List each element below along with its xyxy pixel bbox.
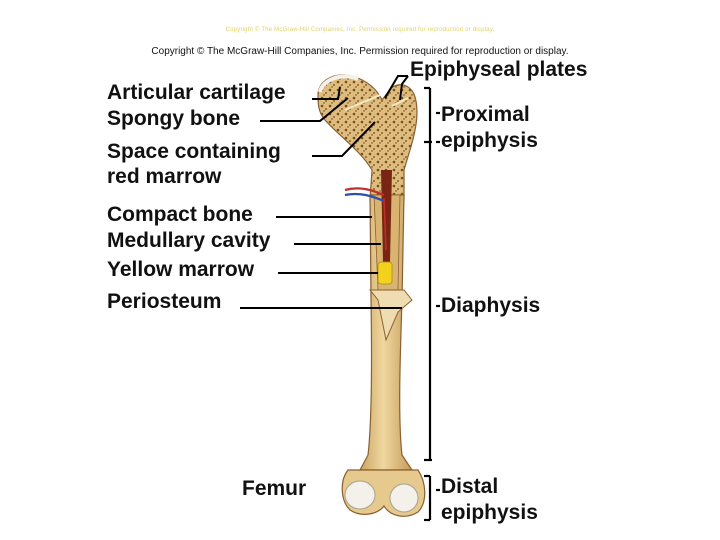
leader-spongy-bone (260, 97, 349, 122)
diaphysis-shape (344, 170, 414, 471)
label-medullary-cavity: Medullary cavity (107, 229, 271, 252)
leader-articular-cartilage (312, 86, 341, 100)
leader-red-marrow (312, 121, 376, 157)
label-femur: Femur (242, 477, 307, 500)
distal-epiphysis-shape (341, 469, 426, 517)
leader-lines (240, 75, 409, 309)
label-yellow-marrow: Yellow marrow (107, 258, 255, 281)
label-spongy-bone: Spongy bone (107, 107, 240, 130)
label-epiphyseal-plates: Epiphyseal plates (410, 58, 588, 81)
label-space-red-marrow-line2: red marrow (107, 165, 222, 188)
region-bracket (424, 86, 440, 522)
faint-copyright-notice: Copyright © The McGraw-Hill Companies, I… (225, 27, 495, 33)
copyright-notice: Copyright © The McGraw-Hill Companies, I… (151, 46, 569, 57)
label-compact-bone: Compact bone (107, 203, 253, 226)
label-diaphysis: Diaphysis (441, 294, 541, 317)
leader-epiphyseal-plates (384, 75, 408, 99)
label-proximal-line2: epiphysis (441, 129, 538, 152)
proximal-epiphysis-shape (317, 74, 418, 201)
label-space-red-marrow-line1: Space containing (107, 140, 281, 163)
leader-epiphyseal-plates-2 (399, 75, 409, 101)
label-proximal-line1: Proximal (441, 103, 530, 126)
label-periosteum: Periosteum (107, 290, 222, 313)
label-articular-cartilage: Articular cartilage (107, 81, 286, 104)
label-distal-line1: Distal (441, 475, 499, 498)
label-distal-line2: epiphysis (441, 501, 538, 524)
